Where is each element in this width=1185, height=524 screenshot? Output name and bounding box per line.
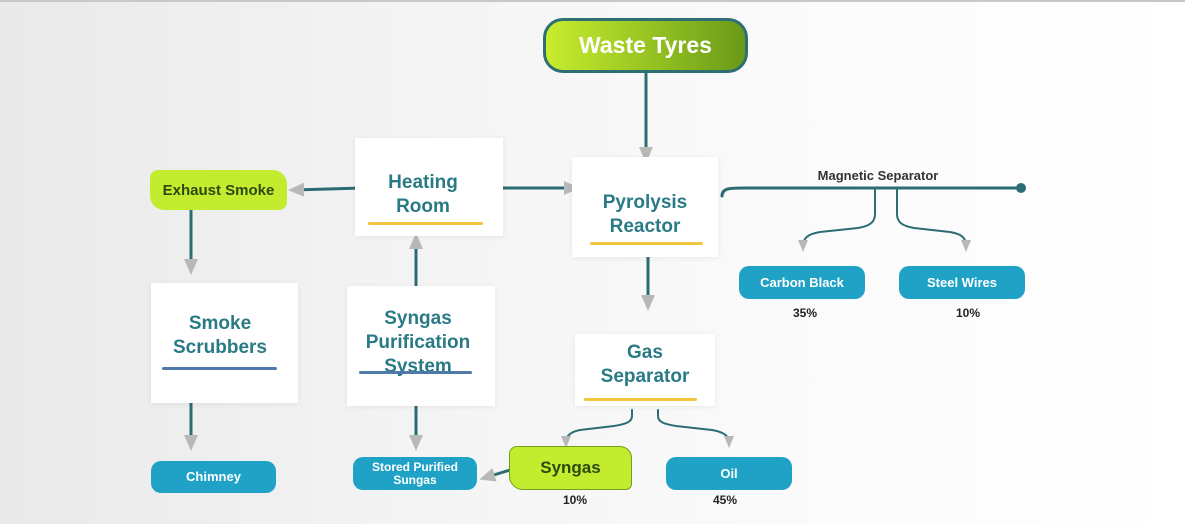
card-smoke-scrubbers [151, 283, 298, 403]
node-oil: Oil [666, 457, 792, 490]
node-heating-room-label: Heating Room [388, 172, 458, 217]
node-waste-tyres: Waste Tyres [543, 18, 748, 73]
edge-heating-exhaust [288, 182, 365, 197]
node-chimney: Chimney [151, 461, 276, 493]
magnetic-line-end-dot [1016, 183, 1026, 193]
node-smoke-scrubbers-label: Smoke Scrubbers [173, 313, 267, 358]
node-gas-separator-label: Gas Separator [600, 342, 690, 387]
steel-wires-pct: 10% [955, 306, 981, 320]
node-steel-wires: Steel Wires [899, 266, 1025, 299]
underline-smoke-scrubbers [162, 367, 277, 370]
node-magnetic-separator: Magnetic Separator [817, 168, 939, 183]
top-border [0, 0, 1185, 2]
edge-syngas-stored [479, 468, 512, 482]
carbon-black-pct: 35% [792, 306, 818, 320]
edge-mag-steel [896, 189, 971, 252]
underline-gas-separator [584, 398, 697, 401]
underline-heating-room [368, 222, 483, 225]
underline-pyrolysis-reactor [590, 242, 703, 245]
underline-syngas-purification [359, 371, 472, 374]
node-carbon-black: Carbon Black [739, 266, 865, 299]
edge-gas-oil [657, 409, 734, 448]
edge-gas-syngas [561, 409, 633, 448]
card-syngas-purification [347, 286, 495, 406]
edge-magnetic-line [720, 186, 1022, 198]
node-exhaust-smoke: Exhaust Smoke [150, 170, 287, 210]
oil-pct: 45% [712, 493, 738, 507]
node-syngas: Syngas [509, 446, 632, 490]
card-gas-separator [575, 334, 715, 406]
node-stored-purified-syngas: Stored Purified Sungas [353, 457, 477, 490]
edge-mag-carbon [798, 189, 876, 252]
node-syngas-purification-label: Syngas Purification System [365, 308, 471, 377]
card-pyrolysis-reactor [572, 157, 718, 257]
card-heating-room [355, 138, 503, 236]
syngas-pct: 10% [562, 493, 588, 507]
node-pyrolysis-reactor-label: Pyrolysis Reactor [602, 192, 688, 237]
